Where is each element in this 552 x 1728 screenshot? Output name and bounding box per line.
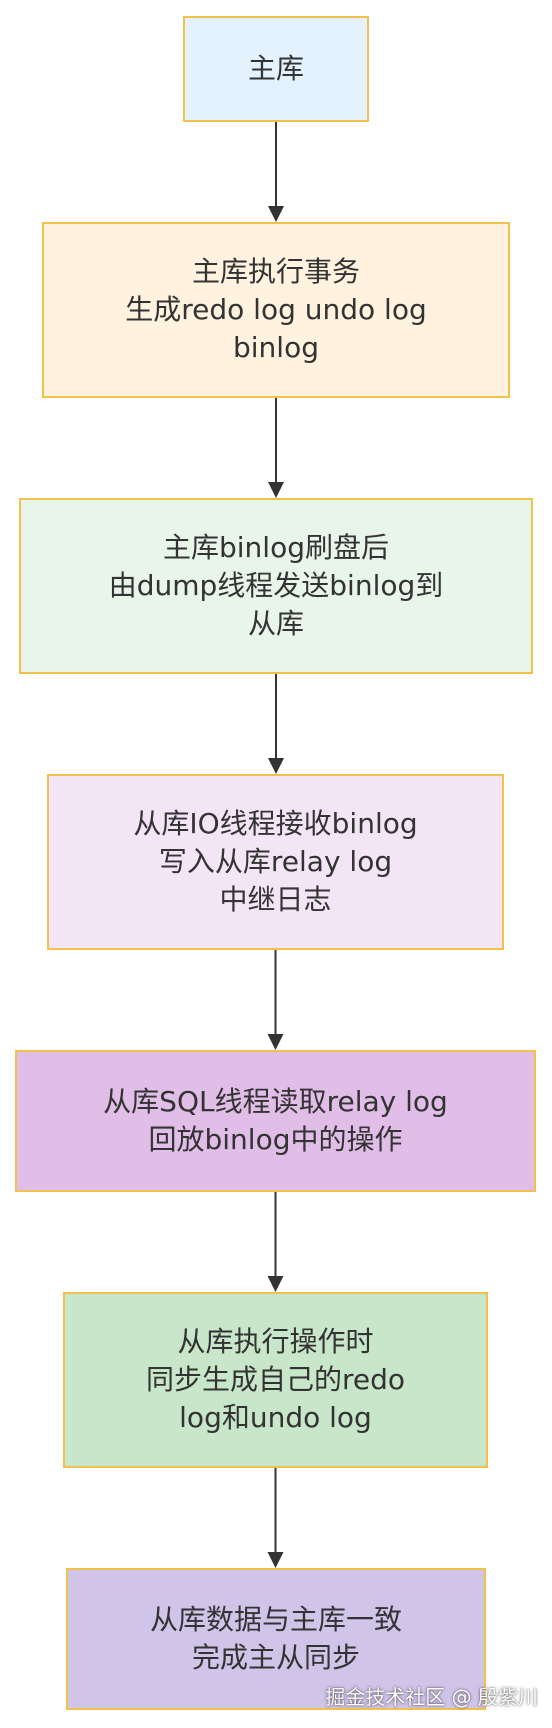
node-slave-io-thread: 从库IO线程接收binlog 写入从库relay log 中继日志: [47, 774, 504, 950]
node-slave-sql-thread: 从库SQL线程读取relay log 回放binlog中的操作: [15, 1050, 536, 1192]
watermark-text: 掘金技术社区 @ 殷紫川: [325, 1685, 538, 1709]
node-line: binlog: [233, 331, 319, 364]
node-line: 从库SQL线程读取relay log: [103, 1085, 448, 1118]
node-master-execute-transaction: 主库执行事务 生成redo log undo log binlog: [42, 222, 510, 398]
node-slave-generate-logs: 从库执行操作时 同步生成自己的redo log和undo log: [63, 1292, 488, 1468]
node-binlog-dump-send: 主库binlog刷盘后 由dump线程发送binlog到 从库: [19, 498, 533, 674]
node-line: 回放binlog中的操作: [148, 1123, 403, 1156]
node-line: 完成主从同步: [191, 1641, 360, 1674]
node-line: 从库执行操作时: [177, 1325, 374, 1358]
node-line: 主库执行事务: [191, 255, 360, 288]
arrow-head-2: [268, 482, 284, 498]
node-line: 同步生成自己的redo: [145, 1363, 406, 1396]
arrow-head-5: [267, 1276, 284, 1292]
node-line: 从库IO线程接收binlog: [133, 807, 418, 840]
node-line: 写入从库relay log: [158, 845, 393, 878]
node-line: 中继日志: [219, 883, 332, 916]
node-sync-complete: 从库数据与主库一致 完成主从同步: [66, 1568, 486, 1710]
node-line: 从库: [247, 607, 304, 640]
arrow-head-1: [268, 206, 284, 222]
arrow-head-6: [267, 1552, 284, 1568]
node-line: log和undo log: [179, 1401, 372, 1434]
node-line: 从库数据与主库一致: [149, 1603, 402, 1636]
arrow-head-3: [268, 758, 284, 774]
node-line: 由dump线程发送binlog到: [108, 569, 444, 602]
node-master-db: 主库: [183, 16, 369, 122]
node-line: 生成redo log undo log: [125, 293, 427, 326]
node-line: 主库: [247, 52, 304, 85]
arrow-head-4: [267, 1034, 284, 1050]
node-line: 主库binlog刷盘后: [163, 531, 389, 564]
